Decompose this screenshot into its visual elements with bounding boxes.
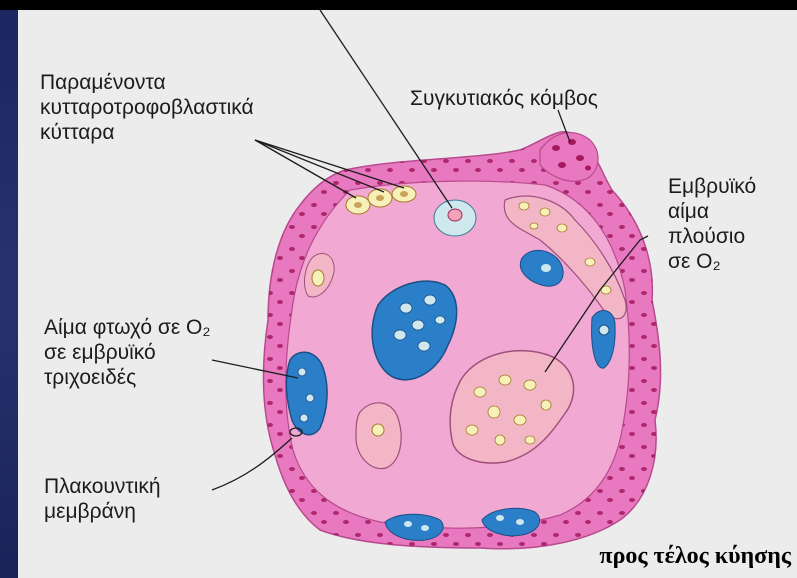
- label-fetal-blood-rich-o2: Εμβρυϊκό αίμα πλούσιο σε O₂: [668, 174, 756, 274]
- caption-late-pregnancy: προς τέλος κύησης: [599, 543, 791, 570]
- label-residual-cytotrophoblast: Παραμένοντα κυτταροτροφοβλαστικά κύτταρα: [40, 70, 254, 145]
- label-syncytial-knot: Συγκυτιακός κόμβος: [410, 86, 598, 111]
- leader-cyto-1: [255, 140, 356, 198]
- label-blood-poor-o2: Αίμα φτωχό σε O₂ σε εμβρυϊκό τριχοειδές: [44, 315, 211, 390]
- small-capillary-top: [434, 200, 476, 236]
- label-placental-membrane: Πλακουντική μεμβράνη: [44, 474, 161, 524]
- capillary-left-edge: [286, 352, 327, 434]
